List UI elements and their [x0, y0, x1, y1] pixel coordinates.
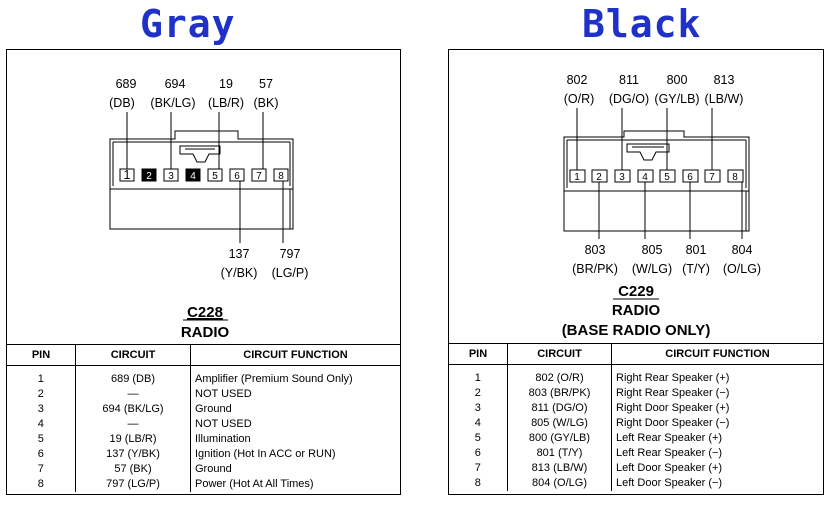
pin-label: 3	[168, 171, 174, 182]
pin-label: 6	[234, 171, 240, 182]
pin-label: 5	[664, 172, 670, 183]
pin-label: 8	[732, 172, 738, 183]
pin-label: 6	[687, 172, 693, 183]
pin-header: PIN	[448, 343, 508, 365]
wire-color: (BK/LG)	[150, 96, 195, 110]
wire-color: (BR/PK)	[572, 262, 618, 276]
pin-label: 5	[212, 171, 218, 182]
wire-number: 804	[732, 243, 753, 257]
pin-box-unused	[185, 168, 201, 182]
wire-number: 137	[229, 247, 250, 261]
wire-number: 802	[567, 73, 588, 87]
gray-connector-panel: 689 (DB) 694 (BK/LG) 19 (LB/R) 57 (BK) 1…	[6, 49, 401, 495]
connector-note: (BASE RADIO ONLY)	[562, 322, 711, 339]
function-header: CIRCUIT FUNCTION	[190, 344, 401, 366]
connector-name: RADIO	[612, 302, 661, 319]
wire-number: 805	[642, 243, 663, 257]
pin-box	[727, 169, 744, 183]
pin-label: 8	[278, 171, 284, 182]
wire-color: (LG/P)	[272, 266, 309, 280]
circuit-header: CIRCUIT	[75, 344, 191, 366]
pin-label: 4	[190, 171, 196, 182]
pin-label: 1	[574, 172, 580, 183]
pin-row: 1 2 3 4 5 6 7 8	[569, 169, 744, 183]
pin-label: 2	[596, 172, 602, 183]
pin-row: 1 2 3 4 5 6 7 8	[119, 168, 289, 182]
wire-color: (Y/BK)	[221, 266, 258, 280]
pin-label: 7	[256, 171, 262, 182]
wire-number: 797	[280, 247, 301, 261]
wire-color: (W/LG)	[632, 262, 672, 276]
wire-color: (O/LG)	[723, 262, 761, 276]
wire-number: 813	[714, 73, 735, 87]
pin-label: 2	[146, 171, 152, 182]
connector-name: RADIO	[181, 324, 230, 341]
wires	[576, 108, 743, 239]
wire-number: 57	[259, 77, 273, 91]
connector-id: C229	[618, 283, 654, 300]
wire-color: (DB)	[109, 96, 135, 110]
pin-box-unused	[141, 168, 157, 182]
wire-color: (LB/R)	[208, 96, 244, 110]
wire-color: (LB/W)	[705, 92, 744, 106]
connector-body	[109, 130, 294, 230]
pin-label: 7	[709, 172, 715, 183]
wire-number: 801	[686, 243, 707, 257]
pin-header: PIN	[6, 344, 76, 366]
pin-box	[251, 168, 267, 182]
pin-label: 1	[124, 168, 131, 182]
pin-box	[229, 168, 245, 182]
connector-id: C228	[187, 304, 223, 321]
wire-color: (T/Y)	[682, 262, 710, 276]
pin-label: 4	[642, 172, 648, 183]
wire-number: 694	[165, 77, 186, 91]
black-connector-panel: 802 (O/R) 811 (DG/O) 800 (GY/LB) 813 (LB…	[448, 49, 824, 495]
wire-color: (O/R)	[564, 92, 595, 106]
black-connector-diagram: 802 (O/R) 811 (DG/O) 800 (GY/LB) 813 (LB…	[562, 73, 761, 339]
pin-box	[207, 168, 223, 182]
gray-heading: Gray	[140, 2, 236, 46]
wire-number: 811	[619, 73, 639, 87]
table-row: 2—NOT USED	[6, 387, 401, 402]
wire-number: 803	[585, 243, 606, 257]
connector-body	[563, 130, 750, 232]
circuit-header: CIRCUIT	[507, 343, 612, 365]
gray-connector-diagram: 689 (DB) 694 (BK/LG) 19 (LB/R) 57 (BK) 1…	[109, 77, 309, 341]
wire-number: 689	[116, 77, 137, 91]
wire-color: (BK)	[254, 96, 279, 110]
function-header: CIRCUIT FUNCTION	[611, 343, 824, 365]
black-heading: Black	[582, 2, 702, 46]
wire-number: 19	[219, 77, 233, 91]
pin-label: 3	[619, 172, 625, 183]
pin-box	[273, 168, 289, 182]
wire-color: (GY/LB)	[654, 92, 699, 106]
wire-number: 800	[667, 73, 688, 87]
wire-color: (DG/O)	[609, 92, 649, 106]
table-row: 4—NOT USED	[6, 417, 401, 432]
wires	[126, 112, 284, 243]
